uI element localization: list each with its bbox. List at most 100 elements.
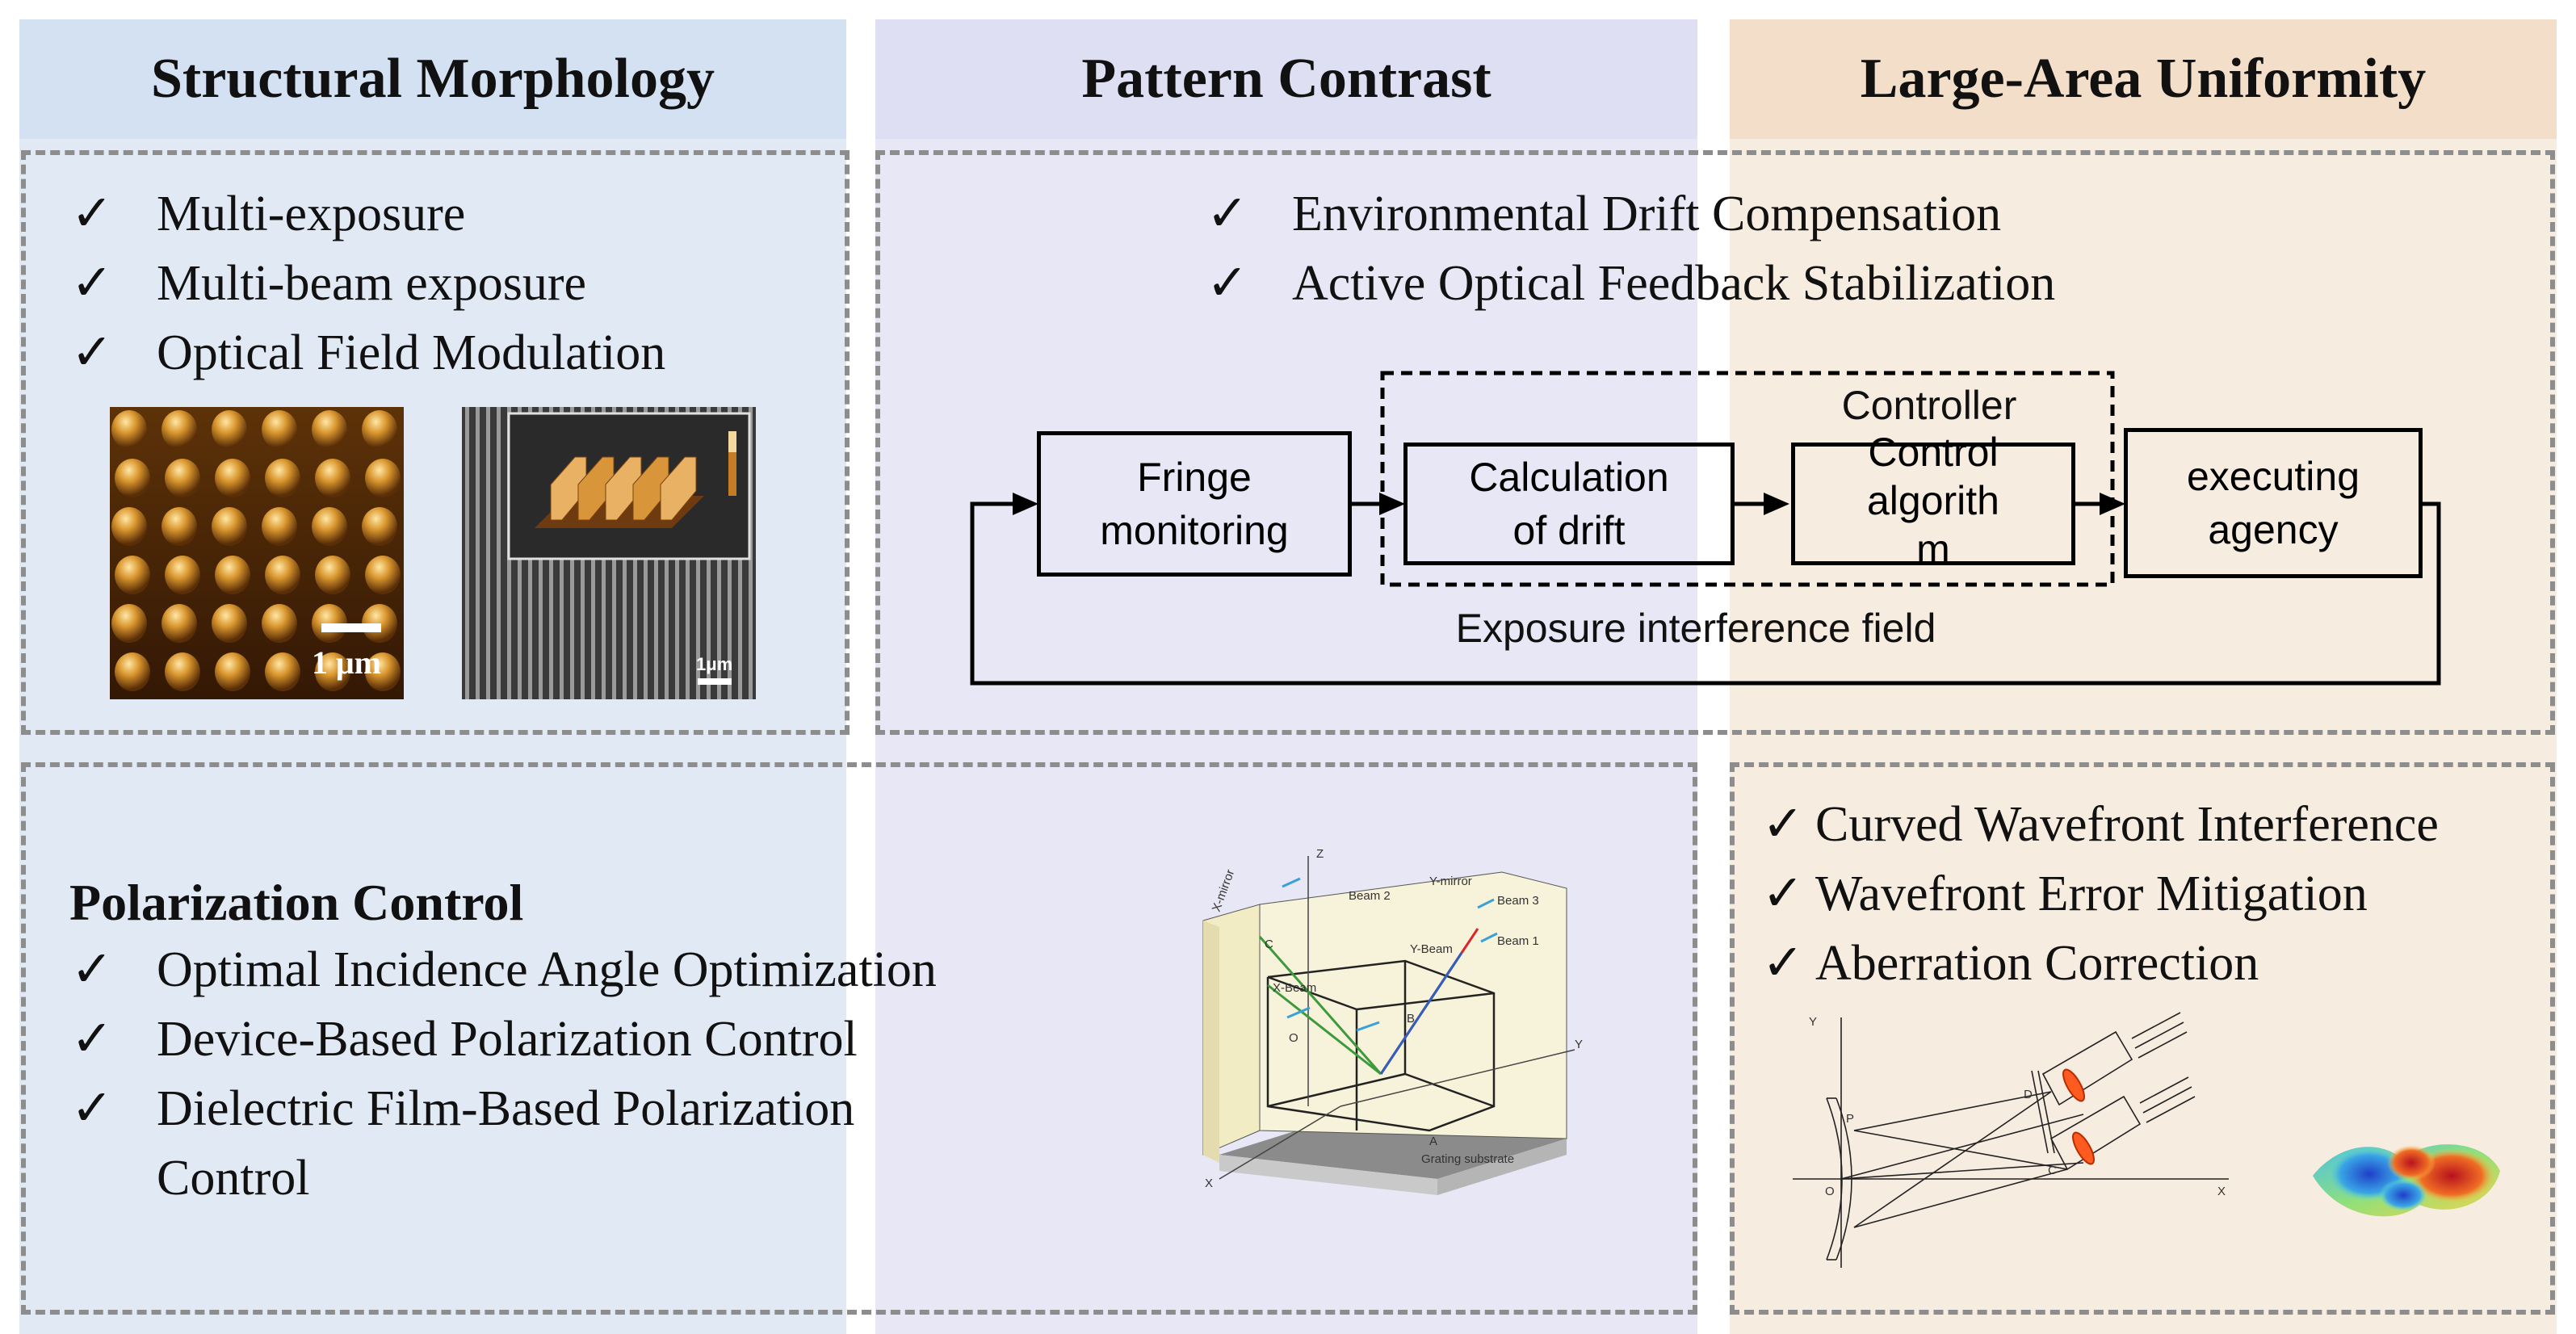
list-item: ✓ Optimal Incidence Angle Optimization: [71, 935, 937, 1005]
curved-mirror-optics-diagram: Y X O P D C: [1793, 1012, 2229, 1268]
polarization-checklist: ✓ Optimal Incidence Angle Optimization ✓ D…: [71, 935, 937, 1213]
list-item: ✓ Dielectric Film-Based Polarization: [71, 1074, 937, 1143]
beam-label: Beam 3: [1497, 894, 1539, 908]
axis-label: X: [2217, 1185, 2226, 1198]
column-large-area-uniformity: Large-Area Uniformity: [1730, 19, 2557, 1334]
list-item-label: Environmental Drift Compensation: [1292, 187, 2002, 241]
box-line: agency: [2208, 507, 2339, 552]
column-header: Pattern Contrast: [875, 19, 1697, 139]
box-line: m: [1916, 526, 1950, 572]
controller-label: Controller: [1841, 383, 2017, 428]
point-label: D: [2024, 1088, 2033, 1101]
checkmark-icon: ✓: [71, 325, 113, 380]
axis-label: X: [1205, 1177, 1213, 1190]
list-item: ✓Aberration Correction: [1762, 929, 2439, 998]
box-line: monitoring: [1100, 508, 1289, 553]
list-item-label: Wavefront Error Mitigation: [1815, 866, 2368, 921]
panel-pattern-contrast: [875, 150, 2555, 735]
image2-scale-label: 1μm: [696, 654, 732, 674]
fringe-monitoring-box: Fringe monitoring: [1037, 431, 1352, 577]
checkmark-icon: ✓: [71, 187, 113, 241]
point-label: P: [1846, 1112, 1854, 1126]
arrow-icon: [2100, 493, 2125, 515]
checkmark-icon: ✓: [1762, 797, 1804, 852]
executing-agency-box: executing agency: [2124, 428, 2423, 578]
list-item-label: Multi-exposure: [157, 187, 466, 241]
list-item-label: Multi-beam exposure: [157, 256, 587, 311]
column-title: Structural Morphology: [150, 48, 715, 110]
uniformity-checklist: ✓Curved Wavefront Interference ✓Wavefron…: [1762, 790, 2439, 998]
beam-label: Beam 1: [1497, 934, 1539, 948]
box-line: Calculation: [1469, 455, 1669, 500]
point-label: B: [1407, 1012, 1415, 1026]
checkmark-icon: ✓: [1762, 936, 1804, 991]
x-mirror-label: X-mirror: [1210, 868, 1237, 914]
axis-label: Z: [1316, 847, 1324, 861]
column-header: Structural Morphology: [19, 19, 846, 139]
list-item: Control: [71, 1143, 937, 1213]
list-item-label: Control: [157, 1151, 310, 1206]
point-label: O: [1825, 1185, 1835, 1198]
list-item-label: Active Optical Feedback Stabilization: [1292, 256, 2056, 311]
point-label: C: [1265, 938, 1273, 951]
checkmark-icon: ✓: [71, 942, 113, 997]
column-title: Large-Area Uniformity: [1860, 48, 2427, 110]
contrast-checklist: ✓ Environmental Drift Compensation ✓ Activ…: [1206, 179, 2055, 318]
column-header: Large-Area Uniformity: [1730, 19, 2557, 139]
beam-label: Y-Beam: [1410, 942, 1453, 956]
axis-label: Y: [1809, 1015, 1817, 1029]
checkmark-icon: ✓: [1206, 187, 1248, 241]
beam-label: X-Beam: [1273, 981, 1316, 995]
arrow-icon: [1764, 493, 1789, 515]
list-item: ✓ Environmental Drift Compensation: [1206, 179, 2055, 249]
list-item: ✓ Optical Field Modulation: [71, 318, 665, 388]
column-title: Pattern Contrast: [1081, 48, 1491, 110]
micro-dot-array-image: 1 μm: [110, 407, 404, 699]
list-item-label: Optical Field Modulation: [157, 325, 666, 380]
checkmark-icon: ✓: [71, 1081, 113, 1136]
substrate-label: Grating substrate: [1421, 1152, 1514, 1166]
box-line: Fringe: [1137, 455, 1252, 500]
morphology-checklist: ✓ Multi-exposure ✓ Multi-beam exposure ✓ Op…: [71, 179, 665, 388]
axis-label: Y: [1575, 1038, 1583, 1051]
point-label: A: [1429, 1135, 1437, 1148]
list-item: ✓Curved Wavefront Interference: [1762, 790, 2439, 859]
point-label: O: [1289, 1031, 1298, 1045]
three-beam-setup-diagram: Z Y X X-mirror Y-mirror Beam 1 Beam 2 Be…: [1202, 847, 1583, 1195]
box-line: algorith: [1867, 478, 1999, 523]
feedback-loop-label: Exposure interference field: [1455, 606, 1936, 651]
controller-dashed-box: [1380, 371, 2115, 587]
checkmark-icon: ✓: [1206, 256, 1248, 311]
panel-structural-morphology: [21, 150, 850, 735]
list-item-label: Dielectric Film-Based Polarization: [157, 1081, 855, 1136]
panel-uniformity: [1730, 762, 2555, 1315]
arrow-icon: [1013, 493, 1038, 515]
list-item-label: Aberration Correction: [1815, 936, 2259, 991]
y-mirror-label: Y-mirror: [1429, 875, 1472, 888]
polarization-title: Polarization Control: [69, 874, 524, 931]
list-item: ✓ Device-Based Polarization Control: [71, 1005, 937, 1074]
point-label: C: [2048, 1164, 2057, 1177]
box-line: of drift: [1512, 508, 1626, 553]
list-item: ✓Wavefront Error Mitigation: [1762, 859, 2439, 929]
list-item-label: Curved Wavefront Interference: [1815, 797, 2439, 852]
list-item: ✓ Multi-beam exposure: [71, 249, 665, 318]
checkmark-icon: ✓: [71, 1012, 113, 1067]
list-item-label: Optimal Incidence Angle Optimization: [157, 942, 937, 997]
calculation-of-drift-box: Calculation of drift: [1403, 443, 1735, 565]
list-item: ✓ Multi-exposure: [71, 179, 665, 249]
arrow-icon: [1379, 493, 1405, 515]
checkmark-icon: ✓: [71, 256, 113, 311]
list-item: ✓ Active Optical Feedback Stabilization: [1206, 249, 2055, 318]
panel-polarization-control: [21, 762, 1697, 1315]
beam-label: Beam 2: [1349, 889, 1391, 903]
box-line: Control: [1868, 430, 1999, 475]
box-line: executing: [2186, 454, 2360, 499]
list-item-label: Device-Based Polarization Control: [157, 1012, 858, 1067]
wavefront-surface-image: [2313, 1144, 2500, 1217]
image1-scale-label: 1 μm: [312, 644, 381, 681]
grating-sem-image: 1μm: [462, 407, 756, 699]
checkmark-icon: ✓: [1762, 866, 1804, 921]
